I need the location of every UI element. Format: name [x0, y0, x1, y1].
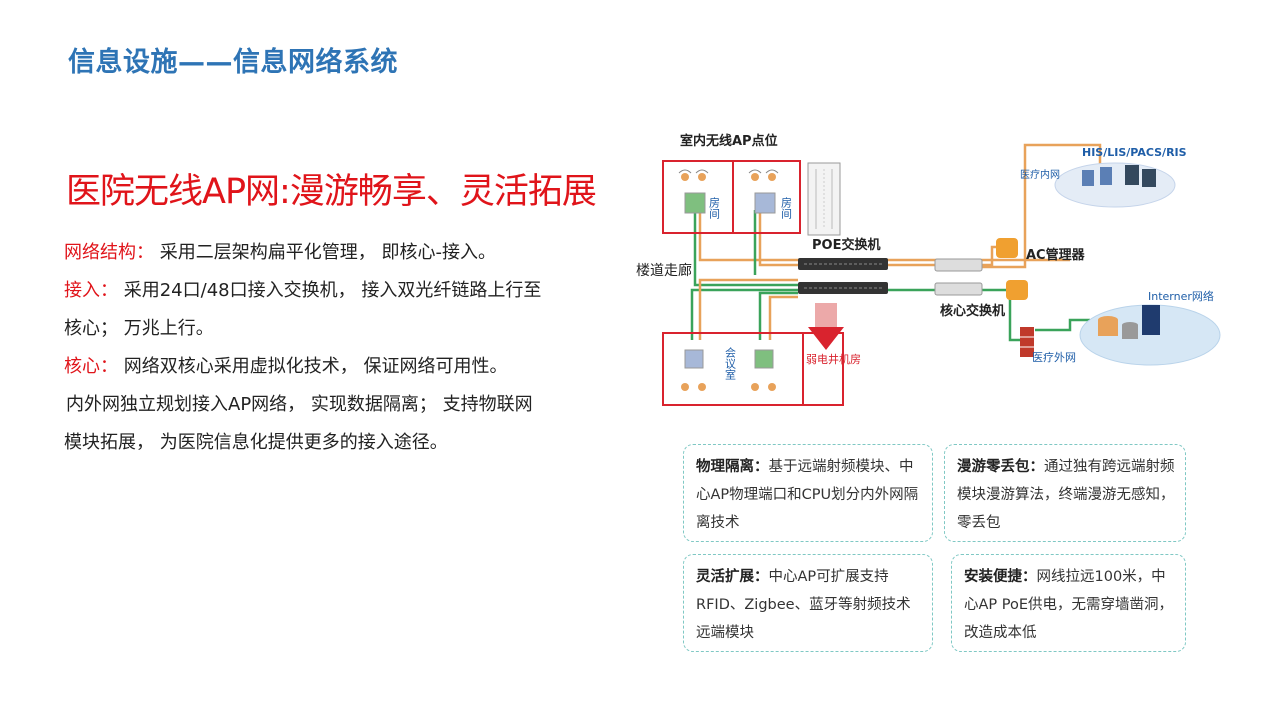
core-switch-label: 核心交换机 [940, 303, 1005, 319]
text-access: 采用24口/48口接入交换机， 接入双光纤链路上行至 [123, 280, 542, 301]
server-rack-icon [807, 162, 841, 236]
room-label-2: 房间 [780, 197, 793, 220]
feature-card-expansion: 灵活扩展：中心AP可扩展支持RFID、Zigbee、蓝牙等射频技术远端模块 [683, 554, 933, 652]
page-title: 信息设施——信息网络系统 [68, 47, 398, 78]
down-arrow-icon [808, 303, 844, 350]
link-core-fw-green [982, 288, 1025, 342]
ac-manager-label: AC管理器 [1026, 247, 1086, 263]
body-line-access-cont: 核心； 万兆上行。 [64, 318, 214, 339]
weak-room-label: 弱电井机房 [806, 352, 861, 366]
internet-label: Interner网络 [1148, 289, 1214, 303]
body-line-access: 接入： 采用24口/48口接入交换机， 接入双光纤链路上行至 [64, 272, 624, 310]
room-box-2 [732, 160, 801, 234]
ap-device-icon [754, 349, 774, 369]
card-text: 网线拉远100米，中心AP PoE供电，无需穿墙凿洞，改造成本低 [964, 569, 1174, 641]
card-title: 物理隔离： [696, 459, 769, 475]
link-lines [690, 143, 1102, 342]
ap-device-icon [684, 349, 704, 369]
link-green-3 [690, 288, 798, 340]
link-green-1 [693, 210, 798, 287]
server-icon [1098, 305, 1160, 339]
label-access: 接入： [64, 280, 118, 301]
extranet-label: 医疗外网 [1032, 350, 1076, 364]
feature-card-roaming: 漫游零丢包：通过独有跨远端射频模块漫游算法，终端漫游无感知，零丢包 [944, 444, 1186, 542]
server-icon [1082, 165, 1156, 187]
firewall-icon [1020, 327, 1034, 357]
his-label: HIS/LIS/PACS/RIS [1082, 146, 1187, 159]
weak-room-box [802, 332, 844, 406]
card-title: 漫游零丢包： [957, 459, 1044, 475]
wifi-ap-icon [681, 383, 776, 391]
core-switch-icon [934, 258, 983, 296]
body-line-core: 核心： 网络双核心采用虚拟化技术， 保证网络可用性。 [64, 348, 624, 386]
corridor-label-text: 楼道走廊 [636, 262, 692, 279]
body-text: 网络结构： 采用二层架构扁平化管理， 即核心-接入。 接入： 采用24口/48口… [64, 234, 624, 462]
network-diagram: 室内无线AP点位 房间 房间 POE交换机 楼道走廊 会议室 [630, 125, 1230, 415]
room-label-1: 房间 [708, 197, 721, 220]
card-title: 灵活扩展： [696, 569, 769, 585]
body-line-structure: 网络结构： 采用二层架构扁平化管理， 即核心-接入。 [64, 234, 624, 272]
link-fw-internet-green [1035, 318, 1090, 332]
ap-device-icon [754, 192, 776, 214]
card-text: 基于远端射频模块、中心AP物理端口和CPU划分内外网隔离技术 [696, 459, 919, 531]
text-core: 网络双核心采用虚拟化技术， 保证网络可用性。 [123, 356, 508, 377]
wifi-ap-icon [678, 169, 779, 181]
intranet-cloud [1054, 162, 1176, 208]
poe-switch-label: POE交换机 [812, 237, 880, 253]
ap-device-icon [684, 192, 706, 214]
text-network-structure: 采用二层架构扁平化管理， 即核心-接入。 [159, 242, 496, 263]
poe-switch-icon [798, 258, 888, 294]
corridor-label: 楼道走廊 [636, 262, 692, 279]
card-text: 中心AP可扩展支持RFID、Zigbee、蓝牙等射频技术远端模块 [696, 569, 911, 641]
link-orange-2 [758, 210, 798, 267]
card-title: 安装便捷： [964, 569, 1037, 585]
link-orange-3 [698, 278, 798, 340]
intranet-label: 医疗内网 [1020, 168, 1060, 181]
section-heading: 医院无线AP网:漫游畅享、灵活拓展 [66, 172, 597, 212]
card-text: 通过独有跨远端射频模块漫游算法，终端漫游无感知，零丢包 [957, 459, 1175, 531]
link-core-his-orange [982, 143, 1102, 269]
feature-card-installation: 安装便捷：网线拉远100米，中心AP PoE供电，无需穿墙凿洞，改造成本低 [951, 554, 1186, 652]
label-core: 核心： [64, 356, 118, 377]
body-line-isolation: 内外网独立规划接入AP网络， 实现数据隔离； 支持物联网 [66, 394, 533, 415]
body-line-expansion: 模块拓展， 为医院信息化提供更多的接入途径。 [64, 432, 448, 453]
ac-manager-icon [996, 238, 1028, 300]
link-green-4 [758, 291, 798, 340]
feature-card-isolation: 物理隔离：基于远端射频模块、中心AP物理端口和CPU划分内外网隔离技术 [683, 444, 933, 542]
link-orange-4 [768, 295, 798, 340]
meeting-room-label: 会议室 [724, 347, 737, 380]
indoor-ap-label: 室内无线AP点位 [680, 133, 778, 149]
label-network-structure: 网络结构： [64, 242, 154, 263]
